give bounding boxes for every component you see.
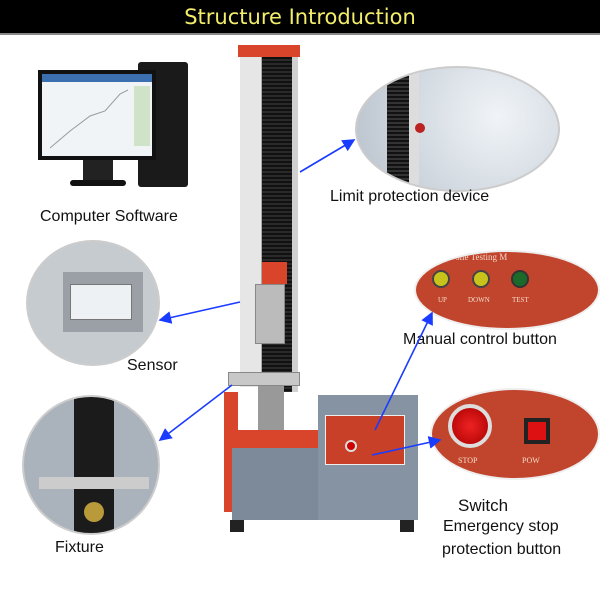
stop-label: STOP [458, 456, 478, 465]
label-manual-control: Manual control button [403, 331, 557, 348]
power-label: POW [522, 456, 540, 465]
arrow-limit [299, 139, 356, 173]
arrow-fixture [158, 384, 233, 441]
manual-control-closeup: sile Testing M UP DOWN TEST [414, 250, 600, 330]
emergency-stop-button[interactable] [448, 404, 492, 448]
arrow-manual [374, 311, 433, 431]
label-switch: Switch [458, 496, 509, 515]
test-button[interactable] [511, 270, 529, 288]
sensor-closeup [26, 240, 160, 366]
limit-device-closeup [355, 66, 560, 192]
label-sensor: Sensor [127, 357, 178, 374]
arrow-sensor [158, 301, 241, 324]
page-title: Structure Introduction [184, 5, 416, 29]
test-label: TEST [512, 296, 529, 304]
fixture-closeup [22, 395, 160, 535]
label-limit-protection: Limit protection device [330, 188, 490, 205]
up-button[interactable] [432, 270, 450, 288]
down-button[interactable] [472, 270, 490, 288]
down-label: DOWN [468, 296, 490, 304]
header-bar: Structure Introduction [0, 0, 600, 35]
power-switch[interactable] [524, 418, 550, 444]
panel-text: sile Testing M [456, 252, 508, 262]
software-graph [50, 89, 129, 149]
label-emergency-1: Emergency stop [443, 518, 559, 535]
switch-closeup: STOP POW [430, 388, 600, 480]
up-label: UP [438, 296, 447, 304]
computer-image [38, 62, 188, 192]
label-fixture: Fixture [55, 539, 104, 556]
arrow-switch [371, 436, 442, 456]
label-emergency-2: protection button [442, 541, 562, 558]
monitor [38, 70, 156, 160]
label-computer-software: Computer Software [40, 208, 178, 225]
